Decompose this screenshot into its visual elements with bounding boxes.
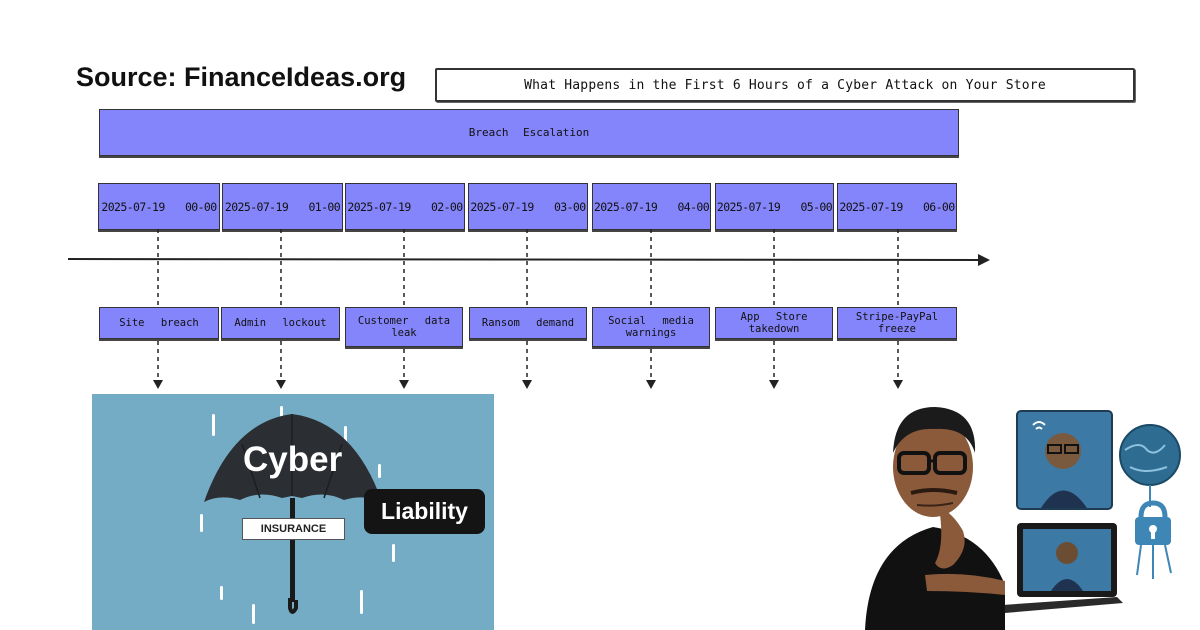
timestamp-box: 2025-07-19 03-00 (468, 183, 588, 230)
source-credit: Source: FinanceIdeas.org (76, 62, 407, 92)
rain-streak (360, 590, 363, 614)
timestamp-box: 2025-07-19 05-00 (715, 183, 834, 230)
event-box: Admin lockout (221, 307, 340, 339)
man-figure (865, 407, 1005, 630)
event-box: Stripe-PayPal freeze (837, 307, 957, 339)
rain-streak (378, 464, 381, 478)
wifi-icon (1032, 421, 1046, 430)
insurance-sign: INSURANCE (242, 518, 345, 540)
man-thinking-illustration (865, 407, 1181, 630)
padlock-icon (1135, 500, 1171, 545)
rain-streak (200, 514, 203, 532)
rain-streak (344, 426, 347, 450)
time-axis-arrowhead (978, 254, 990, 266)
event-box: Social media warnings (592, 307, 710, 347)
rain-streak (392, 544, 395, 562)
umbrella-icon (204, 414, 382, 614)
event-box: Customer data leak (345, 307, 463, 347)
event-box: Site breach (99, 307, 219, 339)
arrowhead (399, 380, 409, 389)
chart-title: What Happens in the First 6 Hours of a C… (435, 68, 1135, 102)
cyber-label: Cyber (243, 440, 343, 479)
arrowhead (646, 380, 656, 389)
arrowhead (153, 380, 163, 389)
rain-streak (220, 586, 223, 600)
time-axis (67, 258, 981, 261)
timestamp-box: 2025-07-19 01-00 (222, 183, 343, 230)
arrowhead (276, 380, 286, 389)
timestamp-box: 2025-07-19 06-00 (837, 183, 957, 230)
event-box: Ransom demand (469, 307, 587, 339)
timestamp-box: 2025-07-19 04-00 (592, 183, 711, 230)
globe-icon (1119, 424, 1181, 486)
event-box: App Store takedown (715, 307, 833, 339)
arrowhead (893, 380, 903, 389)
liability-badge: Liability (364, 489, 485, 534)
arrowhead (522, 380, 532, 389)
arrowhead (769, 380, 779, 389)
timestamp-box: 2025-07-19 02-00 (345, 183, 465, 230)
rain-streak (252, 604, 255, 624)
rain-streak (212, 414, 215, 436)
timestamp-box: 2025-07-19 00-00 (98, 183, 220, 230)
laptop-icon (973, 523, 1123, 615)
rain-streak (280, 406, 283, 422)
phase-band: Breach Escalation (99, 109, 959, 156)
